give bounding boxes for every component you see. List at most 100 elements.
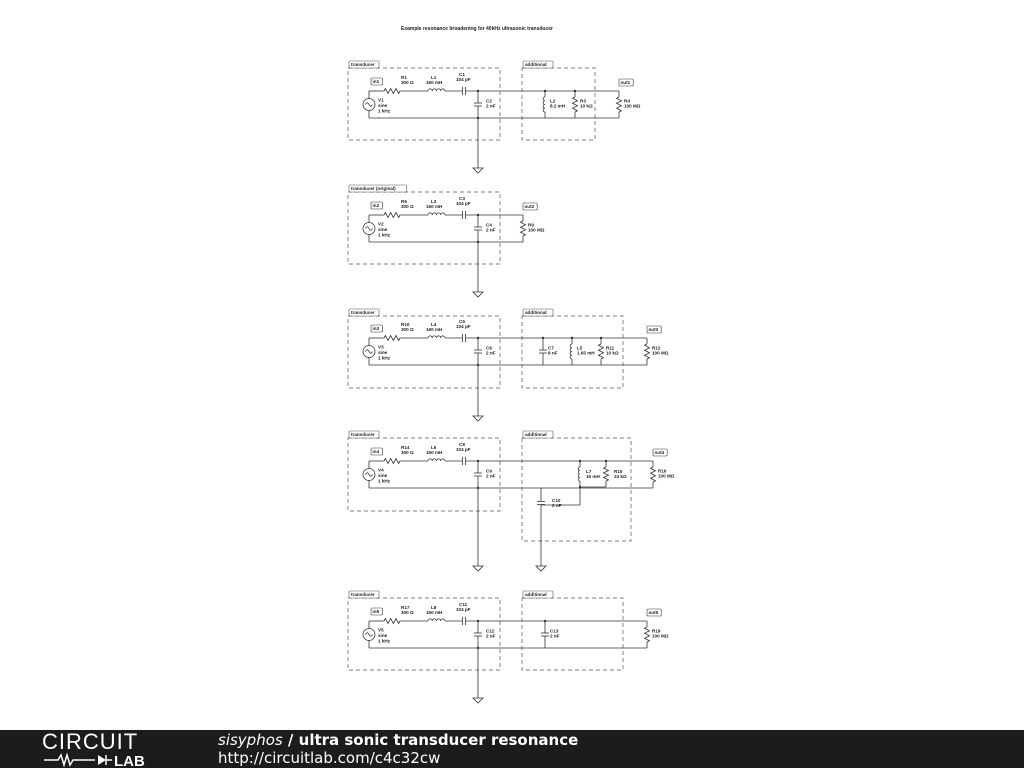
subcircuit-label-box — [348, 590, 380, 599]
component-label: V4 — [378, 468, 384, 473]
component-label: 100 MΩ — [658, 474, 675, 479]
component-label: C13 — [550, 629, 559, 634]
node-label: in5 — [373, 609, 380, 614]
component-label: L7 — [586, 469, 592, 474]
component-label: 1.65 mH — [577, 351, 595, 356]
component-label: R10 — [401, 322, 410, 327]
node-label: in1 — [373, 79, 380, 84]
node-label-box — [370, 201, 383, 210]
component-label: 160 mH — [426, 327, 443, 332]
resistor-icon — [643, 626, 651, 643]
component-label: R6 — [401, 199, 407, 204]
resistor-icon — [383, 334, 401, 342]
inductor-icon — [427, 335, 446, 339]
component-label: 100 MΩ — [652, 351, 669, 356]
component-label: 1 kHz — [378, 233, 391, 238]
resistor-icon — [519, 220, 527, 237]
component-label: L1 — [431, 75, 437, 80]
component-label: L3 — [431, 199, 437, 204]
component-label: R19 — [652, 629, 661, 634]
ground-icon — [472, 415, 484, 422]
node-label-box — [370, 447, 383, 456]
component-label: V2 — [378, 222, 384, 227]
component-label: 1 kHz — [378, 479, 391, 484]
component-label: C10 — [552, 498, 561, 503]
component-label: 1 kHz — [378, 109, 391, 114]
project-url[interactable]: http://circuitlab.com/c4c32cw — [218, 749, 441, 767]
component-label: 104 pF — [456, 324, 471, 329]
component-label: C8 — [459, 442, 465, 447]
component-label: 1 kHz — [378, 639, 391, 644]
ground-icon — [535, 565, 547, 572]
project-title: sisyphos / ultra sonic transducer resona… — [218, 731, 578, 749]
ground-icon — [472, 167, 484, 174]
component-label: 160 mH — [426, 80, 443, 85]
circuitlab-logo[interactable]: CIRCUIT LAB — [0, 730, 200, 768]
component-label: sine — [378, 473, 388, 478]
node-label-box — [646, 608, 662, 617]
inductor-icon — [427, 618, 446, 622]
inductor-icon — [427, 212, 446, 216]
sine-wave-icon — [365, 472, 373, 477]
author-link[interactable]: sisyphos — [218, 731, 283, 749]
subcircuit-box — [347, 437, 501, 512]
component-label: 16 mH — [586, 474, 600, 479]
resistor-icon — [615, 96, 623, 113]
logo-bottom-text: LAB — [114, 753, 145, 768]
component-label: R16 — [658, 469, 667, 474]
node-label: in3 — [373, 326, 380, 331]
component-label: 2 nF — [486, 228, 496, 233]
component-label: 2 nF — [486, 634, 496, 639]
subcircuit-label-box — [348, 308, 380, 317]
component-label: sine — [378, 227, 388, 232]
component-label: V3 — [378, 345, 384, 350]
component-label: sine — [378, 350, 388, 355]
component-label: C6 — [486, 346, 492, 351]
component-label: 2 nF — [550, 634, 560, 639]
component-label: 10 kΩ — [606, 351, 619, 356]
circuit-schematic: Example resonance broadening for 40kHz u… — [347, 26, 675, 704]
component-label: C1 — [459, 72, 465, 77]
title-separator: / — [282, 731, 299, 749]
subcircuit-label-box — [522, 60, 554, 69]
footer-bar: CIRCUIT LAB sisyphos / ultra sonic trans… — [0, 730, 1024, 768]
component-label: 104 pF — [456, 201, 471, 206]
component-label: L8 — [431, 605, 437, 610]
inductor-icon — [427, 458, 446, 462]
resistor-icon — [643, 343, 651, 360]
ground-icon — [472, 291, 484, 298]
component-label: C2 — [486, 99, 492, 104]
component-label: R1 — [401, 75, 407, 80]
component-label: C5 — [459, 319, 465, 324]
resistor-icon — [602, 466, 610, 482]
logo-resistor-icon — [44, 752, 95, 768]
node-label: out3 — [649, 327, 659, 332]
logo-diode-icon — [98, 755, 106, 765]
node-label-box — [652, 448, 668, 457]
subcircuit-label: additional — [525, 432, 547, 437]
component-label: 104 pF — [456, 447, 471, 452]
subcircuit-label-box — [522, 430, 554, 439]
subcircuit-label: additional — [525, 592, 547, 597]
component-label: C12 — [486, 629, 495, 634]
node-label: out4 — [655, 450, 665, 455]
subcircuit-label-box — [348, 60, 380, 69]
component-label: 160 mH — [426, 450, 443, 455]
component-label: 300 Ω — [401, 327, 414, 332]
component-label: 300 Ω — [401, 610, 414, 615]
component-label: 100 MΩ — [652, 634, 669, 639]
component-label: 300 Ω — [401, 80, 414, 85]
sine-wave-icon — [365, 349, 373, 354]
component-label: 104 pF — [456, 607, 471, 612]
component-label: 2 nF — [486, 104, 496, 109]
subcircuit-label: additional — [525, 310, 547, 315]
component-label: V5 — [378, 628, 384, 633]
sine-wave-icon — [365, 632, 373, 637]
node-label: out1 — [621, 80, 631, 85]
diagram-title: Example resonance broadening for 40kHz u… — [401, 26, 553, 32]
ground-icon — [472, 697, 484, 704]
component-label: V1 — [378, 98, 384, 103]
